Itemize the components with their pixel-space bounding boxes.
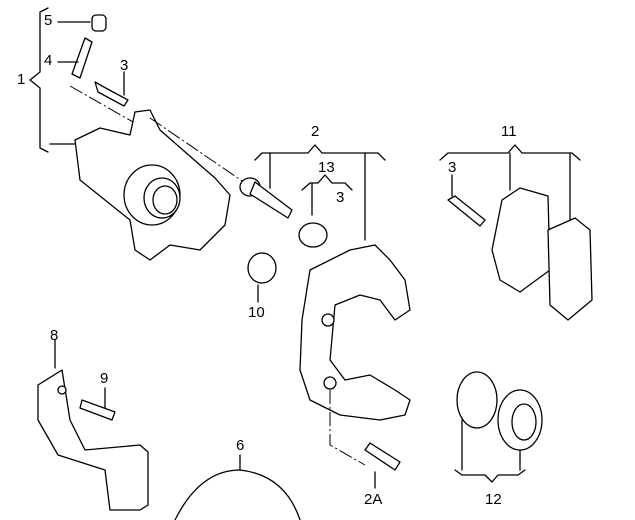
callout-8: 8 bbox=[50, 327, 59, 344]
caliper-housing-1 bbox=[74, 109, 271, 261]
bracket-1 bbox=[29, 7, 49, 153]
bolt-3 bbox=[94, 71, 129, 107]
dust-cap-10 bbox=[247, 252, 277, 303]
bracket-2 bbox=[254, 144, 386, 161]
brake-pads-11 bbox=[491, 187, 593, 321]
guide-pin-2 bbox=[239, 177, 293, 219]
bleeder-cap-5 bbox=[57, 14, 107, 32]
bolt-3-right bbox=[447, 195, 486, 227]
caliper-carrier-2 bbox=[299, 244, 411, 466]
seal-kit-12 bbox=[456, 371, 543, 451]
bracket-13 bbox=[301, 174, 353, 191]
callout-6: 6 bbox=[236, 437, 245, 454]
callout-4: 4 bbox=[44, 52, 53, 69]
callout-11: 11 bbox=[501, 123, 517, 140]
callout-1: 1 bbox=[17, 71, 26, 88]
heat-shield-8 bbox=[37, 339, 149, 511]
callout-3-caliper: 3 bbox=[120, 57, 129, 74]
brake-disc-6 bbox=[174, 454, 301, 520]
callout-3-bushing: 3 bbox=[336, 189, 345, 206]
callout-13: 13 bbox=[318, 159, 335, 176]
bolt-9 bbox=[79, 399, 116, 421]
callout-5: 5 bbox=[44, 12, 53, 29]
callout-2A: 2A bbox=[364, 491, 383, 508]
callout-12: 12 bbox=[485, 491, 502, 508]
bracket-11 bbox=[439, 144, 581, 161]
bracket-12 bbox=[454, 469, 526, 483]
callout-2: 2 bbox=[311, 123, 320, 140]
bolt-2A bbox=[364, 442, 401, 471]
callout-10: 10 bbox=[248, 304, 265, 321]
bushing-13 bbox=[298, 222, 328, 248]
bleeder-valve-4 bbox=[57, 37, 141, 127]
callout-9: 9 bbox=[100, 370, 109, 387]
callout-3-pads: 3 bbox=[448, 159, 457, 176]
